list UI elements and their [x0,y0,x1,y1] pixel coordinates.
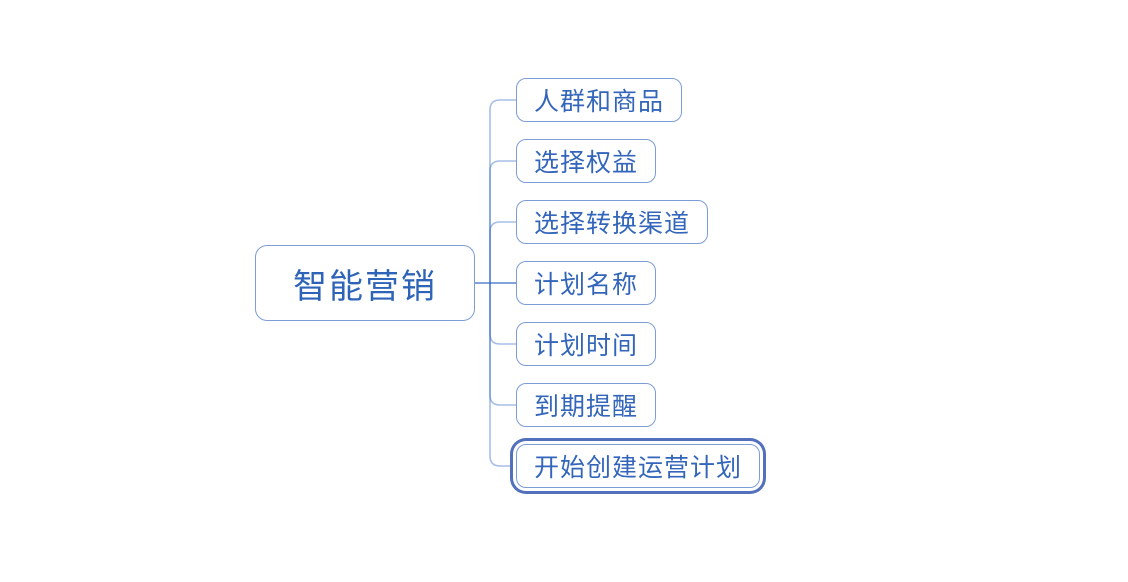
connector-root-to-child-3 [489,221,516,283]
child-node-6[interactable]: 到期提醒 [516,383,657,427]
root-node[interactable]: 智能营销 [255,245,475,321]
connector-root-to-child-1 [489,99,516,283]
connector-root-to-child-5 [489,283,516,345]
child-node-1[interactable]: 人群和商品 [516,78,683,122]
child-node-2[interactable]: 选择权益 [516,139,657,183]
child-node-5[interactable]: 计划时间 [516,322,657,366]
child-node-3[interactable]: 选择转换渠道 [516,200,709,244]
child-node-7[interactable]: 开始创建运营计划 [516,444,761,488]
child-node-4[interactable]: 计划名称 [516,261,657,305]
connector-root-to-child-6 [489,283,516,406]
connector-root-to-child-2 [489,160,516,283]
connector-root-to-child-7 [489,283,516,467]
